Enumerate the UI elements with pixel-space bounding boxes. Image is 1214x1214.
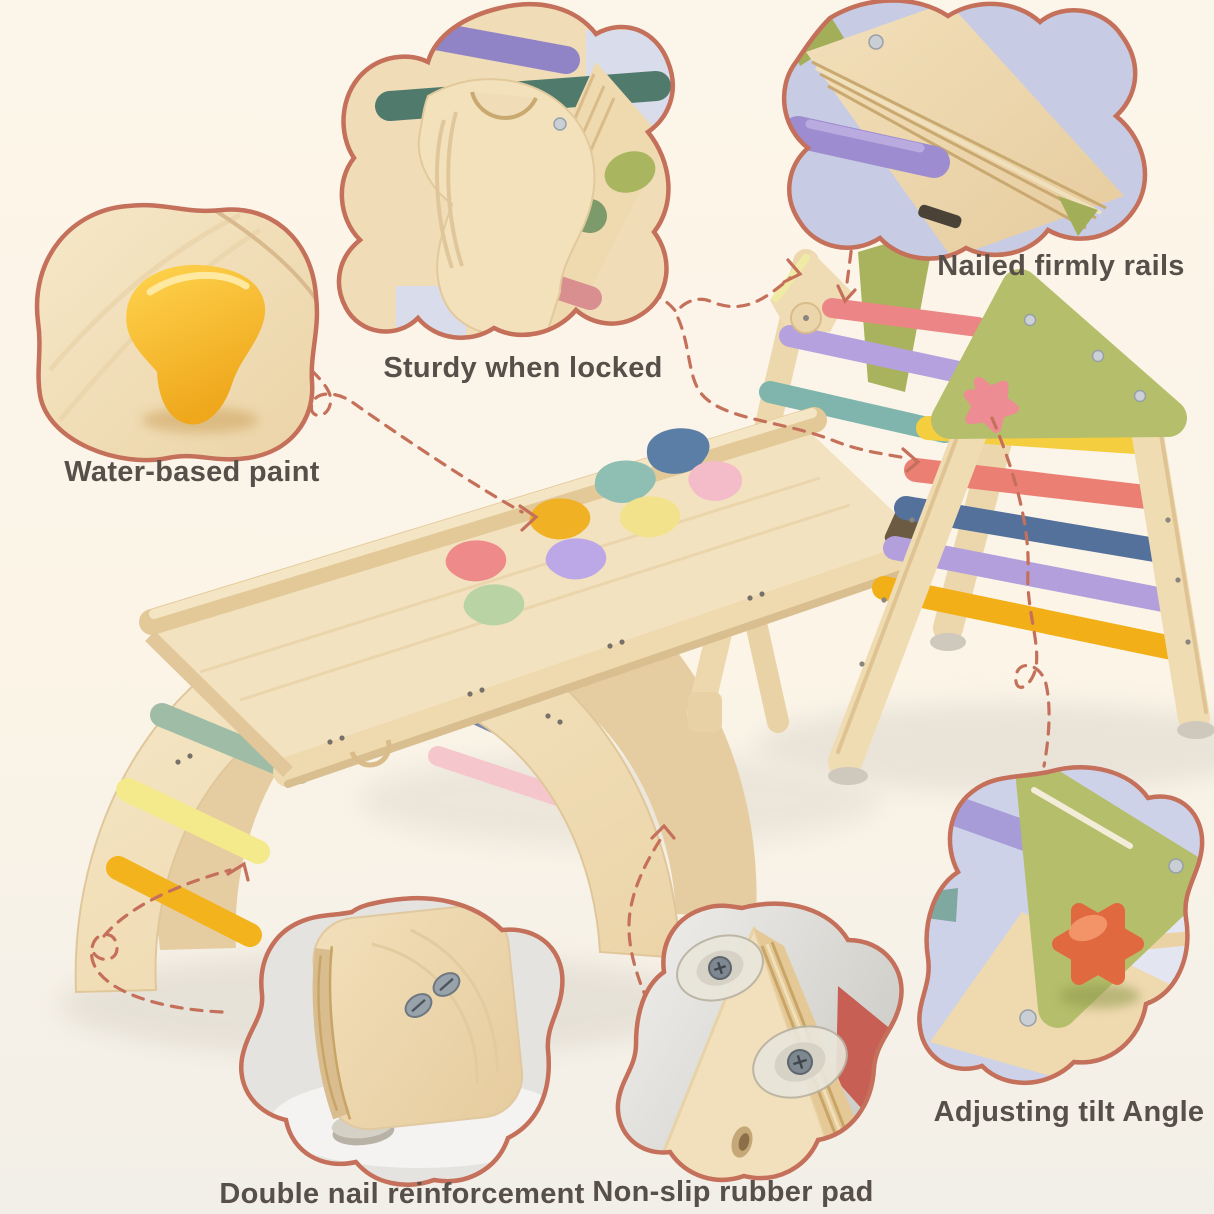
connector-tilt bbox=[990, 416, 1051, 768]
yellow-climbing-hold bbox=[126, 264, 266, 425]
lock-olive-cap bbox=[604, 151, 656, 193]
leg-screws bbox=[859, 517, 1191, 667]
connector-rubber-pad bbox=[627, 838, 662, 1004]
nailed-purple-rail bbox=[784, 116, 950, 178]
rubber-pad-icon bbox=[676, 934, 764, 1002]
rubber-pad-icon bbox=[752, 1025, 848, 1099]
double-screws-icon bbox=[404, 972, 461, 1018]
latch-notch bbox=[470, 91, 538, 120]
label-sturdy-when-locked: Sturdy when locked bbox=[383, 352, 663, 384]
beam-screw bbox=[868, 34, 884, 50]
bubble-double-nail-reinforcement bbox=[241, 898, 570, 1184]
arch-foot-block bbox=[312, 905, 524, 1146]
label-adjusting-tilt-angle: Adjusting tilt Angle bbox=[933, 1096, 1205, 1128]
tilt-star-knob-icon bbox=[1052, 903, 1144, 985]
connector-arrowheads bbox=[226, 258, 921, 882]
label-water-based-paint: Water-based paint bbox=[64, 456, 320, 488]
bubble-nailed-firmly-rails bbox=[784, 1, 1145, 259]
triangle-near-left-leg bbox=[828, 403, 992, 779]
ramp-hook-notch bbox=[349, 739, 392, 768]
label-double-nail-reinforcement: Double nail reinforcement bbox=[219, 1178, 585, 1210]
label-non-slip-rubber-pad: Non-slip rubber pad bbox=[592, 1176, 874, 1208]
ramp-screws bbox=[327, 591, 765, 745]
climbing-holds bbox=[445, 428, 743, 626]
connector-lock-lower bbox=[676, 316, 908, 460]
bubble-water-based-paint bbox=[37, 205, 318, 460]
bubble-adjusting-tilt-angle bbox=[919, 767, 1214, 1100]
connector-paint bbox=[296, 354, 524, 514]
ramp-near-rail bbox=[273, 537, 945, 787]
triangle-back-rungs bbox=[759, 298, 988, 443]
climbing-ramp bbox=[139, 407, 945, 788]
triangle-near-right-leg bbox=[1130, 408, 1210, 734]
triangle-climber bbox=[828, 269, 1214, 785]
bubble-sturdy-when-locked bbox=[339, 4, 686, 346]
ramp-end-edge bbox=[145, 631, 293, 777]
triangle-far-left-foot bbox=[688, 692, 722, 732]
connector-double-nail bbox=[90, 868, 232, 1014]
label-nailed-firmly-rails: Nailed firmly rails bbox=[937, 250, 1185, 282]
nailed-wood-beam bbox=[806, 2, 1124, 258]
